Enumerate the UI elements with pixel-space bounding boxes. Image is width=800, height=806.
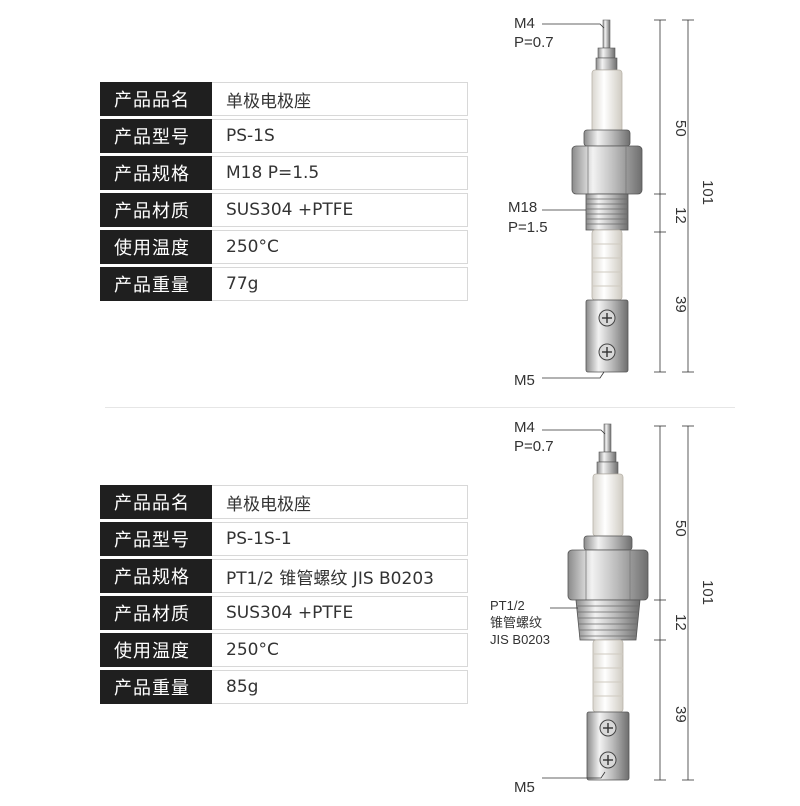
spec-row-specification: 产品规格 PT1/2 锥管螺纹 JIS B0203 bbox=[100, 559, 468, 593]
spec-label: 产品规格 bbox=[100, 559, 212, 593]
body-thread-standard-label: JIS B0203 bbox=[490, 632, 550, 647]
electrode-drawing: M4 P=0.7 PT1/2 锥管螺纹 JIS B0203 M5 50 12 3… bbox=[490, 419, 716, 796]
spec-value: M18 P=1.5 bbox=[212, 156, 468, 190]
spec-label: 产品重量 bbox=[100, 267, 212, 301]
spec-label: 产品重量 bbox=[100, 670, 212, 704]
terminal-plate bbox=[586, 711, 630, 781]
spec-label: 产品型号 bbox=[100, 119, 212, 153]
spec-table: 产品品名 单极电极座 产品型号 PS-1S 产品规格 M18 P=1.5 产品材… bbox=[100, 82, 468, 304]
spec-label: 产品材质 bbox=[100, 596, 212, 630]
product-section-ps-1s-1: 产品品名 单极电极座 产品型号 PS-1S-1 产品规格 PT1/2 锥管螺纹 … bbox=[0, 408, 800, 802]
upper-insulator bbox=[591, 69, 623, 133]
spec-row-temperature: 使用温度 250°C bbox=[100, 633, 468, 667]
dimension-lines bbox=[654, 425, 694, 781]
product-dimension-figure: M4 P=0.7 PT1/2 锥管螺纹 JIS B0203 M5 50 12 3… bbox=[480, 408, 800, 802]
top-thread-label: M4 bbox=[514, 419, 535, 436]
spec-label: 产品材质 bbox=[100, 193, 212, 227]
spec-row-weight: 产品重量 85g bbox=[100, 670, 468, 704]
spec-value: 单极电极座 bbox=[212, 485, 468, 519]
spec-label: 使用温度 bbox=[100, 633, 212, 667]
body-thread-label: M18 bbox=[508, 199, 537, 216]
spec-value: 250°C bbox=[212, 230, 468, 264]
dim-upper-length: 50 bbox=[672, 520, 689, 537]
top-thread-pitch-label: P=0.7 bbox=[514, 34, 554, 51]
spec-value: PT1/2 锥管螺纹 JIS B0203 bbox=[212, 559, 468, 593]
spec-value: SUS304 +PTFE bbox=[212, 596, 468, 630]
hex-nut bbox=[567, 549, 649, 601]
section-divider bbox=[105, 407, 735, 408]
spec-row-material: 产品材质 SUS304 +PTFE bbox=[100, 596, 468, 630]
spec-label: 产品规格 bbox=[100, 156, 212, 190]
product-section-ps-1s: 产品品名 单极电极座 产品型号 PS-1S 产品规格 M18 P=1.5 产品材… bbox=[100, 0, 800, 408]
thread-body bbox=[585, 193, 629, 231]
spec-row-model: 产品型号 PS-1S bbox=[100, 119, 468, 153]
spec-row-temperature: 使用温度 250°C bbox=[100, 230, 468, 264]
spec-label: 产品型号 bbox=[100, 522, 212, 556]
spec-value: 85g bbox=[212, 670, 468, 704]
spec-value: PS-1S bbox=[212, 119, 468, 153]
electrode-drawing: M4 P=0.7 M18 P=1.5 M5 50 12 39 101 bbox=[508, 15, 716, 389]
spec-value: 单极电极座 bbox=[212, 82, 468, 116]
dim-upper-length: 50 bbox=[672, 120, 689, 137]
spec-row-specification: 产品规格 M18 P=1.5 bbox=[100, 156, 468, 190]
dimension-lines bbox=[654, 19, 694, 373]
spec-label: 产品品名 bbox=[100, 485, 212, 519]
top-stud bbox=[596, 423, 619, 475]
spec-row-material: 产品材质 SUS304 +PTFE bbox=[100, 193, 468, 227]
dim-total-length: 101 bbox=[699, 580, 716, 605]
dim-lower-length: 39 bbox=[672, 296, 689, 313]
collar bbox=[583, 129, 631, 147]
spec-row-name: 产品品名 单极电极座 bbox=[100, 82, 468, 116]
body-thread-pitch-label: P=1.5 bbox=[508, 219, 548, 236]
spec-value: 250°C bbox=[212, 633, 468, 667]
spec-row-name: 产品品名 单极电极座 bbox=[100, 485, 468, 519]
collar bbox=[583, 535, 633, 551]
top-stud bbox=[595, 19, 618, 71]
bottom-thread-label: M5 bbox=[514, 779, 535, 796]
hex-nut bbox=[571, 145, 643, 195]
spec-row-weight: 产品重量 77g bbox=[100, 267, 468, 301]
dim-thread-length: 12 bbox=[672, 207, 689, 224]
product-dimension-figure: M4 P=0.7 M18 P=1.5 M5 50 12 39 101 bbox=[480, 0, 800, 408]
spec-label: 使用温度 bbox=[100, 230, 212, 264]
top-thread-pitch-label: P=0.7 bbox=[514, 438, 554, 455]
spec-label: 产品品名 bbox=[100, 82, 212, 116]
spec-row-model: 产品型号 PS-1S-1 bbox=[100, 522, 468, 556]
dim-total-length: 101 bbox=[699, 180, 716, 205]
lower-insulator bbox=[592, 639, 624, 713]
tapered-thread-body bbox=[575, 599, 641, 641]
dim-thread-length: 12 bbox=[672, 614, 689, 631]
terminal-plate bbox=[585, 299, 629, 373]
lower-insulator bbox=[591, 229, 623, 301]
top-thread-label: M4 bbox=[514, 15, 535, 32]
bottom-thread-label: M5 bbox=[514, 372, 535, 389]
spec-value: PS-1S-1 bbox=[212, 522, 468, 556]
upper-insulator bbox=[592, 473, 624, 537]
spec-value: SUS304 +PTFE bbox=[212, 193, 468, 227]
body-thread-type-label: 锥管螺纹 bbox=[490, 615, 542, 630]
body-thread-label: PT1/2 bbox=[490, 598, 525, 613]
dim-lower-length: 39 bbox=[672, 706, 689, 723]
spec-value: 77g bbox=[212, 267, 468, 301]
spec-table: 产品品名 单极电极座 产品型号 PS-1S-1 产品规格 PT1/2 锥管螺纹 … bbox=[100, 485, 468, 707]
